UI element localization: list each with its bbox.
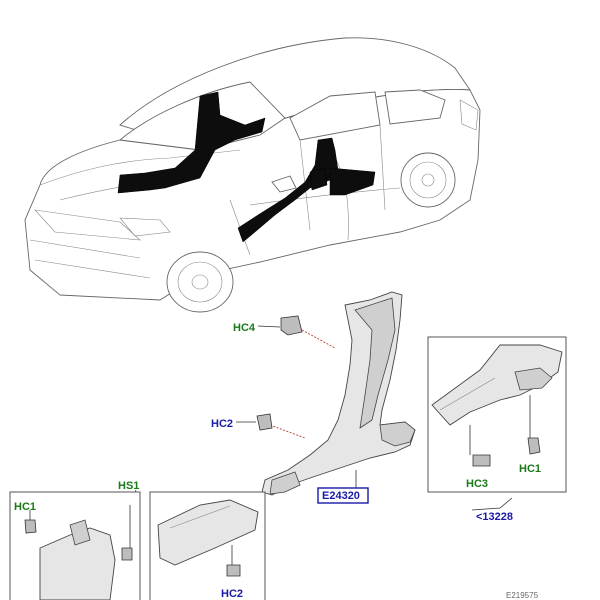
label-hc4: HC4 [233,322,256,334]
label-hc1-right: HC1 [519,463,541,475]
label-hc1-left: HC1 [14,501,36,513]
pillar-trim-panel [261,291,416,496]
ref-main-box [317,487,369,504]
label-hc3: HC3 [466,478,488,490]
label-hc2-bottom: HC2 [221,588,243,600]
ref-main-code: E24320 [322,490,360,502]
ref-detail-code: <13228 [476,511,513,523]
clip-hc4 [280,315,303,336]
detail-box-center [149,491,266,600]
label-hc2-main: HC2 [211,418,233,430]
corner-code: E219575 [506,591,539,600]
clip-hc2-main [256,413,273,431]
detail-box-left [9,491,141,600]
detail-box-right [427,336,567,493]
label-hs1: HS1 [118,480,139,492]
vehicle-illustration [24,37,481,313]
highlighted-trim-areas [117,91,376,243]
